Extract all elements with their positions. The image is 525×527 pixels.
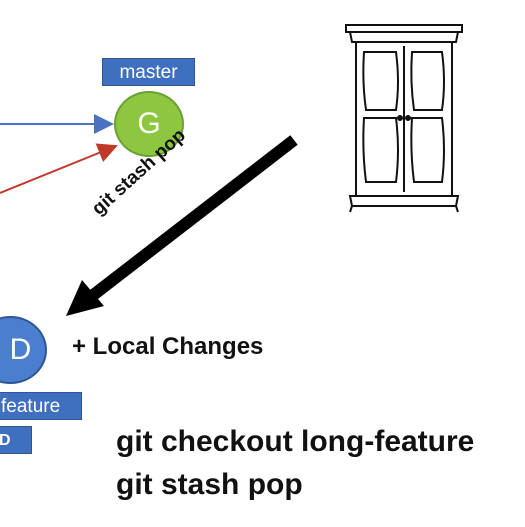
command-checkout: git checkout long-feature	[116, 425, 475, 458]
edge-to-g-red	[0, 143, 118, 194]
commit-node-g: G	[114, 91, 184, 157]
local-changes-label: + Local Changes	[72, 333, 264, 360]
wardrobe-icon	[345, 24, 463, 213]
stash-pop-arrow	[66, 135, 298, 316]
branch-label-small: D	[0, 426, 32, 454]
command-stash-pop: git stash pop	[116, 468, 303, 501]
branch-label-feature: feature	[0, 392, 82, 420]
commit-node-g-label: G	[137, 107, 161, 140]
branch-label-master: master	[102, 58, 195, 86]
commit-node-d-label: D	[9, 333, 32, 366]
